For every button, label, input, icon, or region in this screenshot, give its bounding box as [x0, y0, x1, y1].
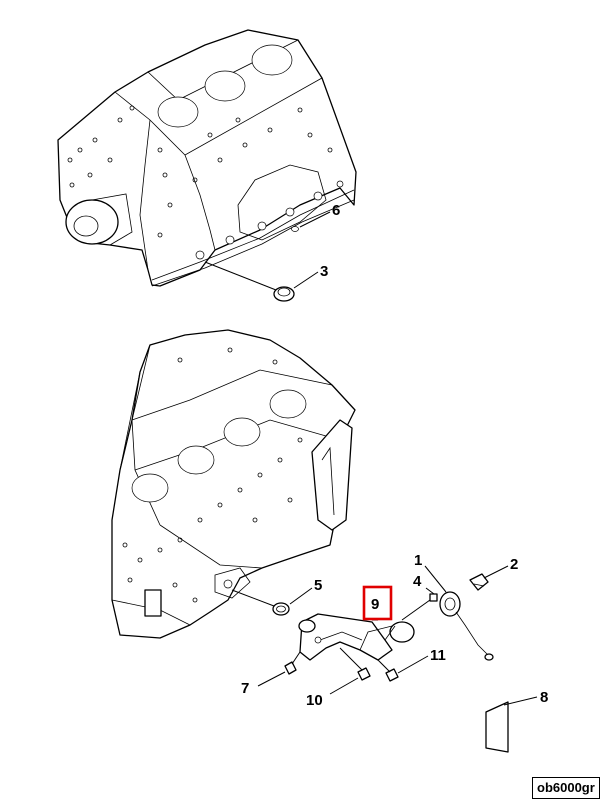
upper-block-body	[57, 29, 357, 287]
part-7-stud	[284, 661, 297, 675]
callout-8: 8	[540, 689, 548, 706]
callout-11: 11	[430, 647, 446, 664]
callout-5: 5	[314, 577, 322, 594]
lower-engine-block	[111, 329, 356, 639]
leader-5-part	[231, 589, 275, 607]
leader-11	[397, 655, 429, 674]
leader-2	[483, 565, 509, 579]
leader-8	[503, 696, 538, 706]
part-1-sensor	[439, 591, 494, 661]
part-6-seal	[291, 226, 299, 232]
callout-6: 6	[332, 202, 340, 219]
leader-10	[329, 677, 359, 695]
part-9-tube-bracket	[298, 613, 415, 661]
part-10-bolt	[357, 667, 371, 681]
leader-4	[425, 587, 435, 595]
part-3-plug	[273, 286, 295, 302]
part-11-bolt	[385, 668, 399, 682]
leader-7	[257, 671, 286, 687]
leader-7-part	[291, 651, 301, 665]
leader-1	[424, 565, 447, 593]
callout-10: 10	[306, 692, 323, 709]
leader-3	[293, 271, 319, 289]
part-5-o-ring	[272, 602, 290, 616]
part-8-label-tag	[485, 701, 509, 753]
callout-3: 3	[320, 263, 328, 280]
callout-1: 1	[414, 552, 422, 569]
callout-4: 4	[413, 573, 422, 590]
part-4-nut	[429, 593, 438, 602]
upper-engine-block	[57, 29, 357, 287]
leader-5	[289, 587, 313, 605]
leader-3-part	[204, 261, 277, 291]
drawing-reference-code: ob6000gr	[532, 777, 600, 799]
callout-2: 2	[510, 556, 518, 573]
leader-6	[299, 211, 331, 228]
callout-9: 9	[371, 596, 379, 613]
leader-4-part	[401, 599, 431, 621]
leader-11-part	[377, 659, 391, 673]
callout-9-highlight-box	[362, 585, 393, 621]
leader-10-part	[339, 647, 363, 671]
callout-7: 7	[241, 680, 249, 697]
part-2-clip	[469, 573, 489, 591]
